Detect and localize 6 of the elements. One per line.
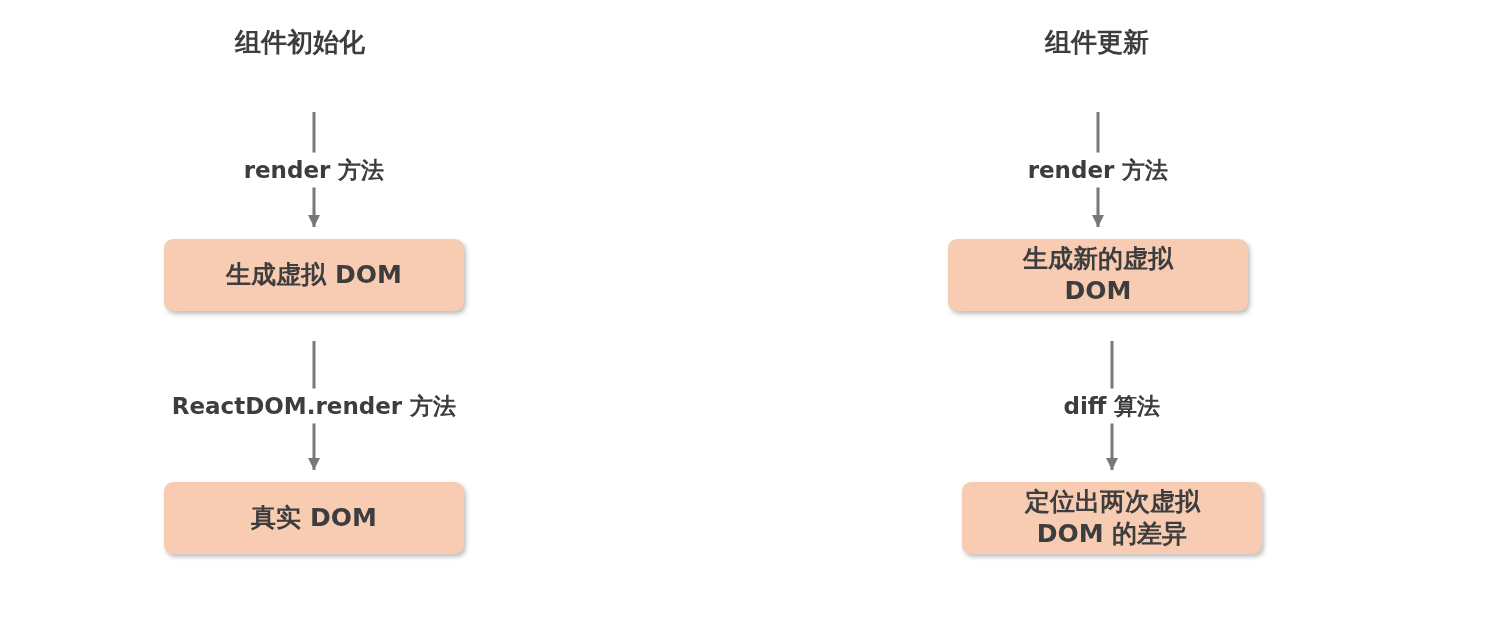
process-box: 真实 DOM — [164, 482, 464, 554]
process-box: 生成新的虚拟 DOM — [948, 239, 1248, 311]
process-box: 定位出两次虚拟 DOM 的差异 — [962, 482, 1262, 554]
process-box: 生成虚拟 DOM — [164, 239, 464, 311]
section-title: 组件初始化 — [235, 25, 365, 59]
section-title: 组件更新 — [1045, 25, 1149, 59]
